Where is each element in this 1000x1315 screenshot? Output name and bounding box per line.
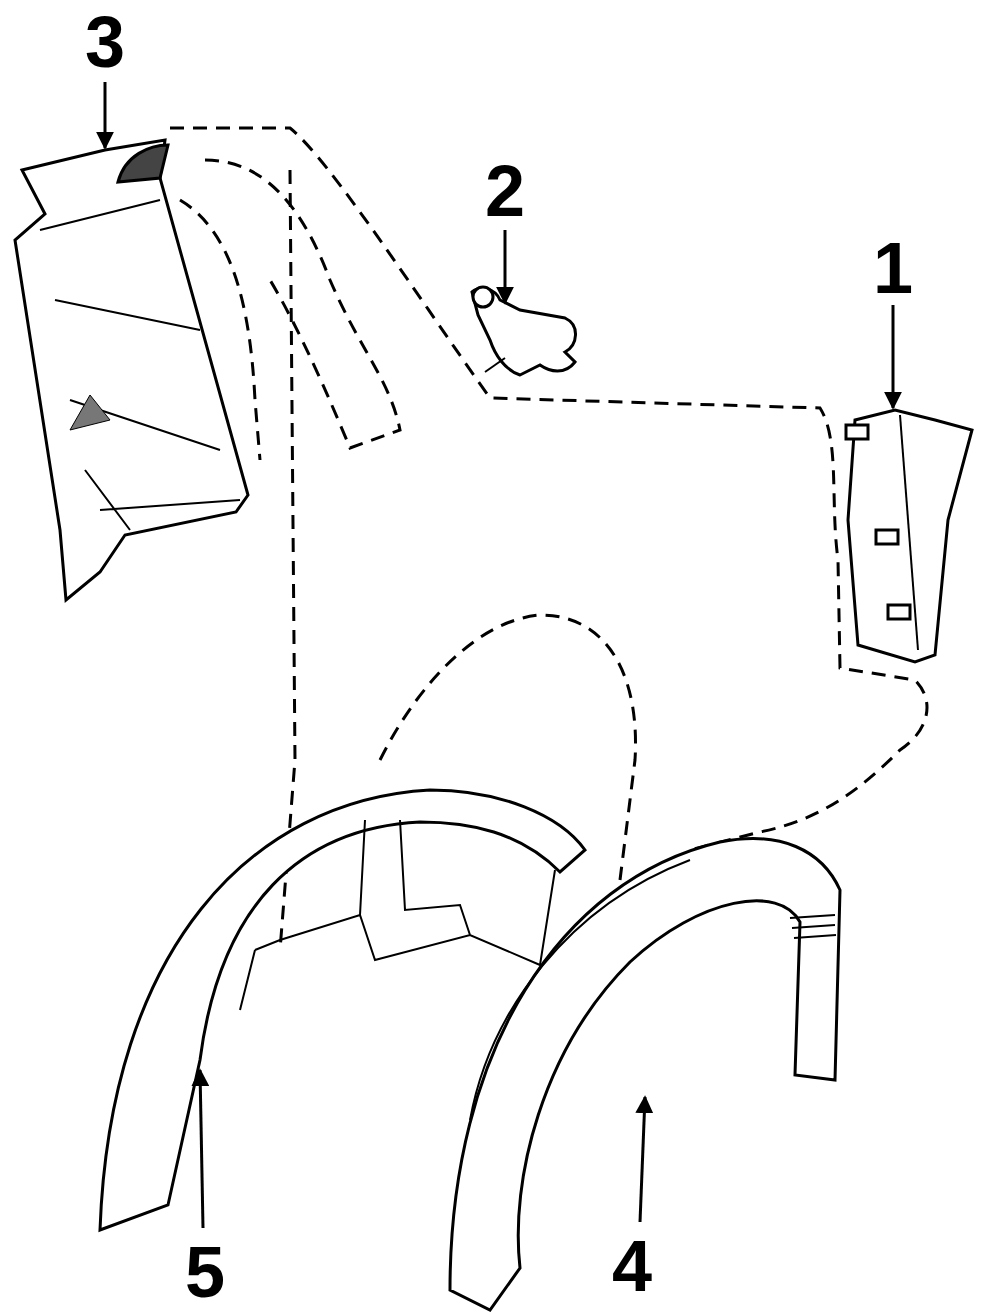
callout-number: 5 — [185, 1236, 225, 1308]
leader-arrows — [105, 82, 893, 1228]
callout-number: 2 — [485, 155, 525, 227]
callout-number: 1 — [873, 232, 913, 304]
wheel-opening-molding — [450, 839, 840, 1310]
bracket — [472, 287, 576, 375]
callout-number: 3 — [85, 6, 125, 78]
callout-number: 4 — [612, 1230, 652, 1302]
quarter-trim-panel — [15, 140, 248, 600]
pillar-trim — [846, 410, 972, 662]
